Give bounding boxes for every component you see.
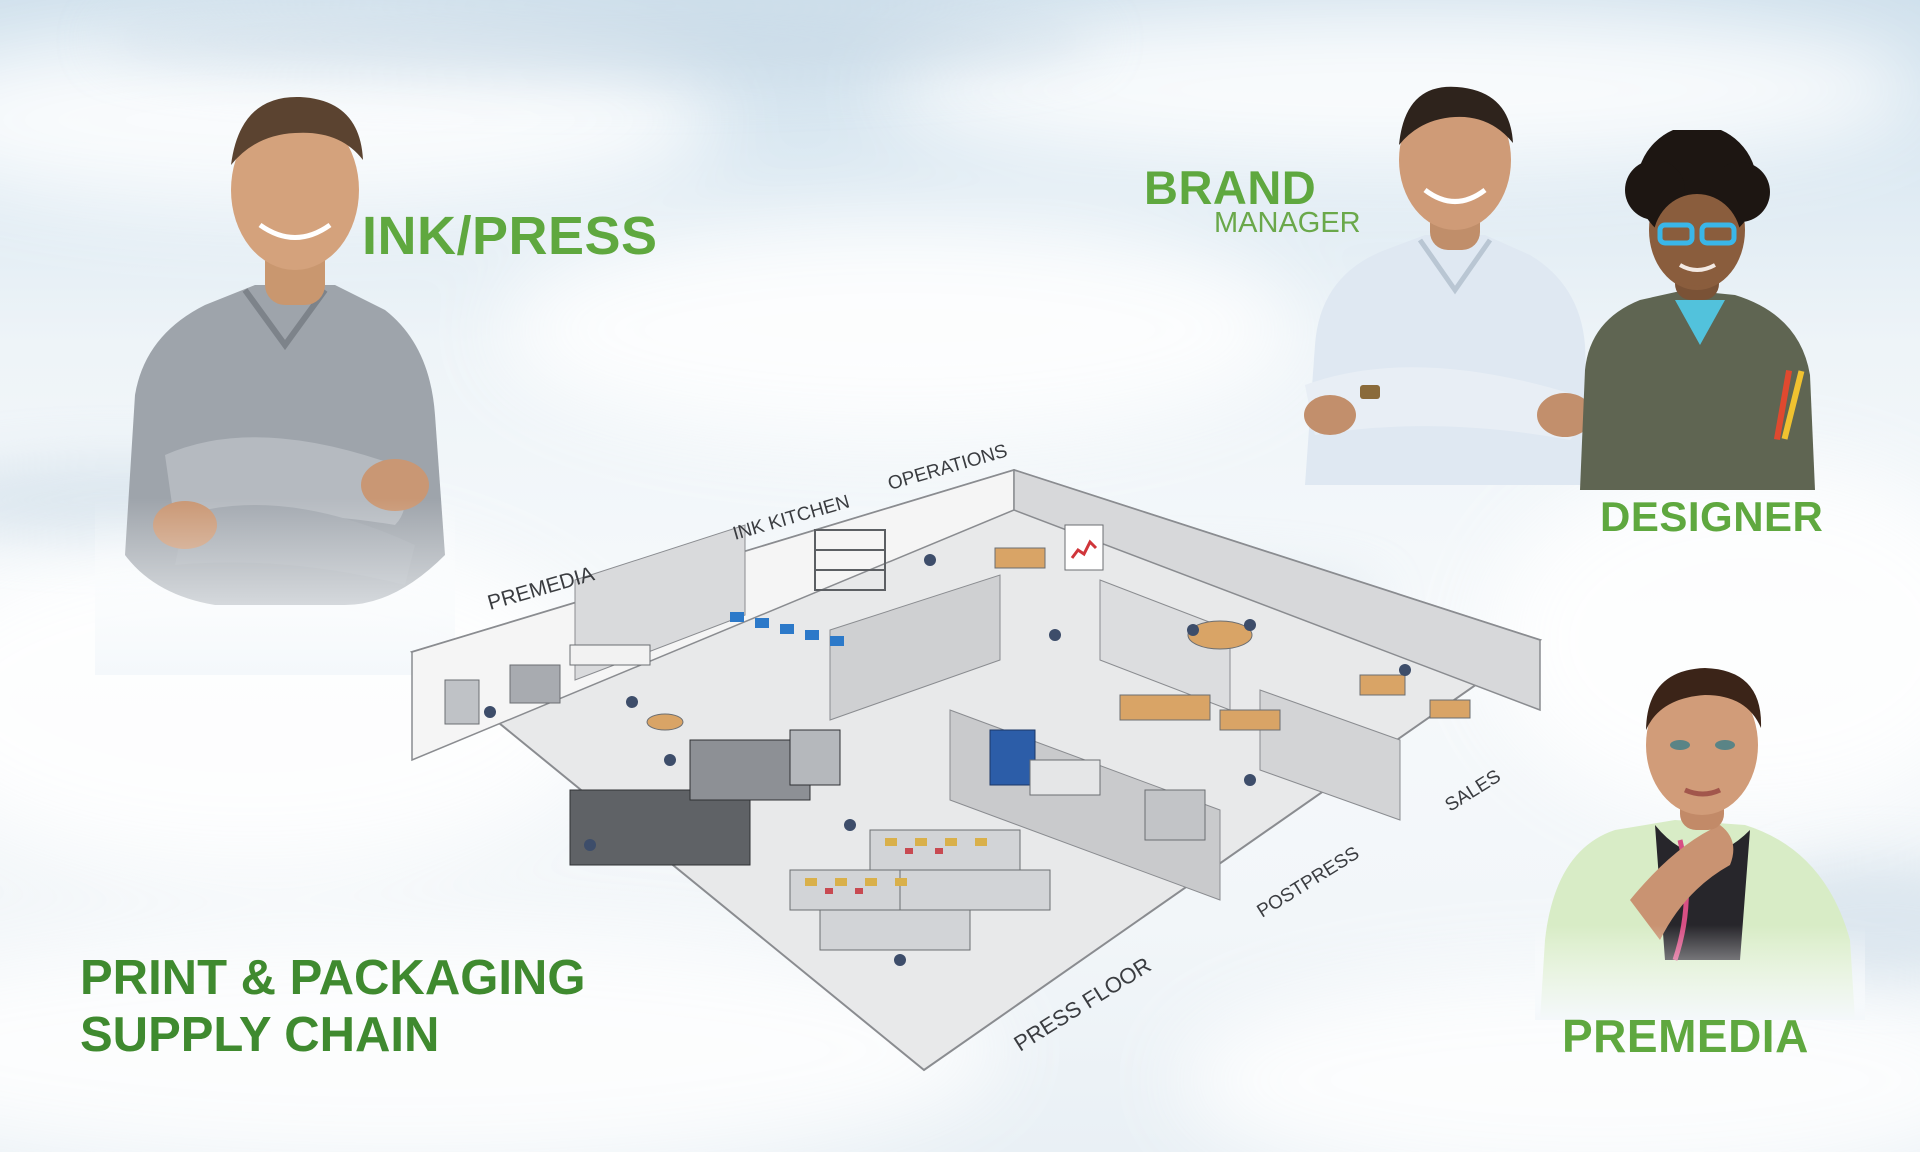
role-label-ink-press: INK/PRESS <box>362 206 658 266</box>
role-label-premedia: PREMEDIA <box>1562 1010 1809 1062</box>
role-label-manager: MANAGER <box>1214 207 1361 239</box>
title-line-2: SUPPLY CHAIN <box>80 1008 440 1062</box>
premedia-person-photo <box>1535 640 1865 1020</box>
role-label-designer: DESIGNER <box>1600 493 1824 540</box>
area-label-postpress: POSTPRESS <box>1254 843 1364 922</box>
back-right-wall <box>1013 468 1541 712</box>
ink-press-person-photo <box>95 85 455 675</box>
role-label-brand: BRAND <box>1144 161 1317 214</box>
area-label-sales: SALES <box>1442 766 1505 816</box>
facility-floor-plan: PREMEDIA INK KITCHEN OPERATIONS SALES PO… <box>409 441 1543 1072</box>
brand-manager-person-photo <box>1304 86 1593 485</box>
supply-chain-title: PRINT & PACKAGING SUPPLY CHAIN <box>80 950 585 1064</box>
designer-person-photo <box>1580 130 1815 490</box>
title-line-1: PRINT & PACKAGING <box>80 951 586 1005</box>
